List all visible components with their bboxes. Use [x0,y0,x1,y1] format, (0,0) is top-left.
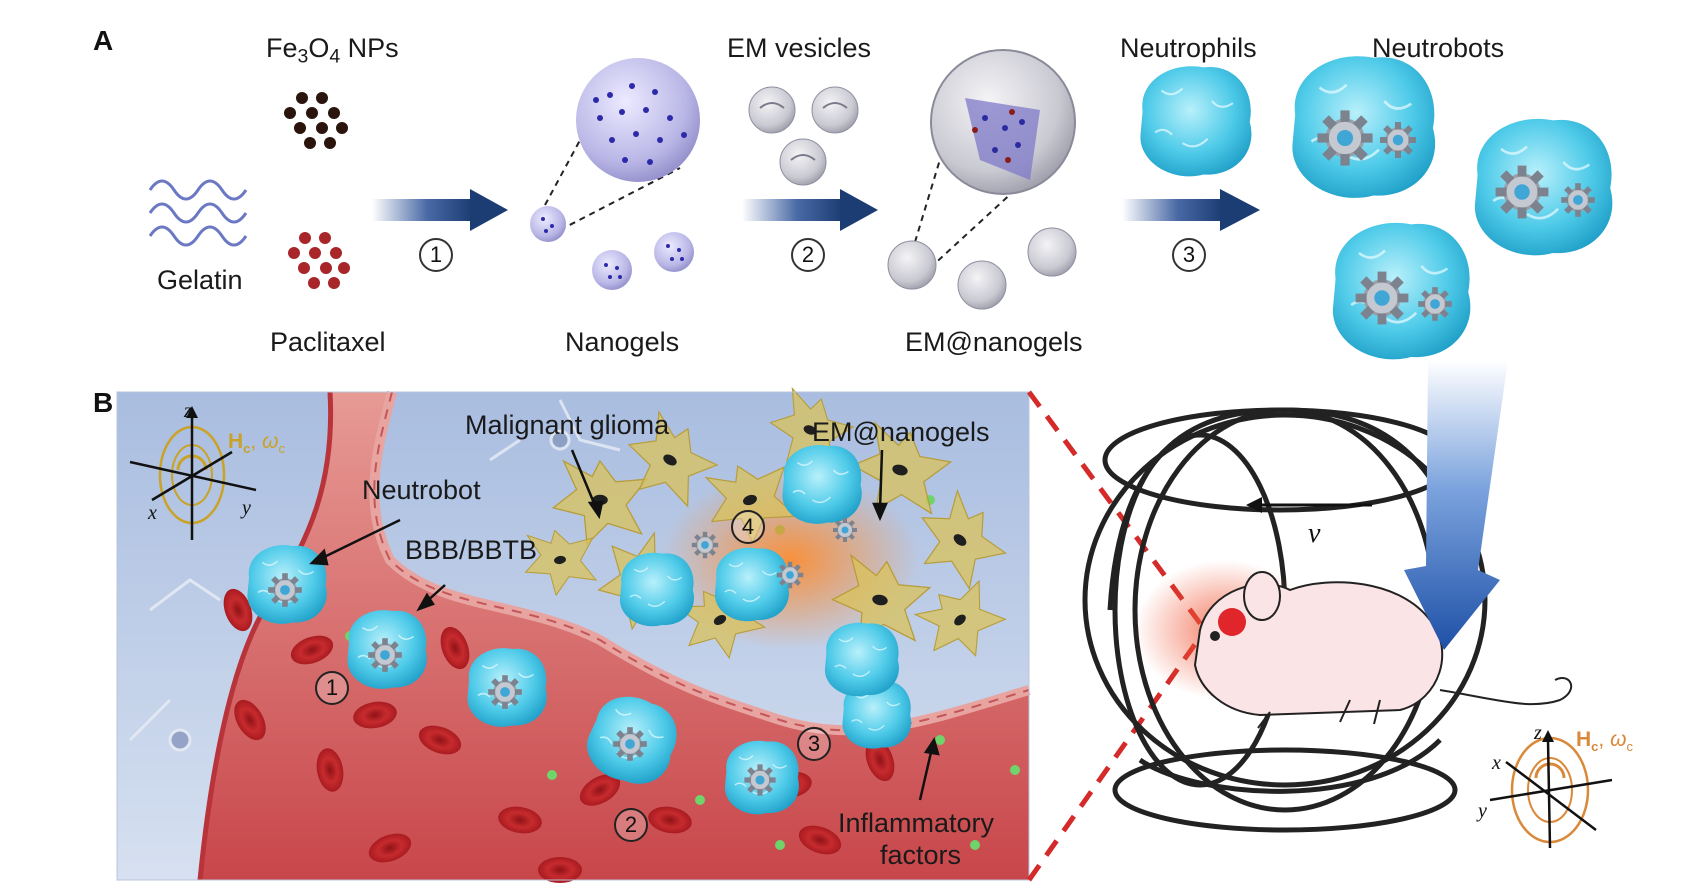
axis-z-label-mouse: z [1534,722,1542,744]
axis-z-label: z [184,400,192,422]
b-step-2-number: 2 [614,808,648,842]
velocity-label: v [1308,518,1321,549]
paclitaxel-label: Paclitaxel [270,327,386,357]
neutrobot-label: Neutrobot [362,475,481,505]
axis-x-label-mouse: x [1492,752,1501,774]
glioma-label: Malignant glioma [465,410,670,440]
field-label-b: Hc, ωc [228,430,285,457]
panel-a-label: A [93,25,114,56]
field-axes-gizmo-b [129,406,257,540]
step-2-number: 2 [791,238,825,272]
step-arrow-3 [1122,189,1260,231]
annotation-arrows [309,449,940,801]
axis-y-label-mouse: y [1478,800,1487,822]
axis-x-label: x [148,502,157,524]
field-axes-gizmo-mouse [1489,730,1613,849]
gelatin-strands [148,179,248,247]
em-vesicles [748,86,859,186]
step-arrow-2 [742,189,878,231]
em-vesicles-label: EM vesicles [727,33,872,63]
injection-arrow [1404,360,1508,650]
inflammatory-label-line1: Inflammatory [838,808,995,838]
field-label-mouse: Hc, ωc [1576,728,1633,755]
b-step-4-number: 4 [731,510,765,544]
fe3o4-particles [284,92,348,149]
em-nanogel-zoom [887,49,1077,310]
b-step-3-number: 3 [797,727,831,761]
neutrophil-cell [1139,65,1253,178]
paclitaxel-particles [288,232,350,289]
em-nanogels-label: EM@nanogels [905,327,1083,357]
gelatin-label: Gelatin [157,265,243,295]
panel-b-label: B [93,387,114,418]
neutrobots-label: Neutrobots [1372,33,1505,63]
neutrobot-cells [1291,54,1614,361]
neutrophils-label: Neutrophils [1120,33,1257,63]
inflammatory-label-line2: factors [880,840,962,870]
step-3-number: 3 [1172,238,1206,272]
step-arrow-1 [372,189,508,231]
fe3o4-label: Fe3O4 NPs [266,33,399,68]
axis-y-label: y [242,497,251,519]
step-1-number: 1 [419,238,453,272]
nanogel-zoom [530,58,700,290]
em-nanogels-b-label: EM@nanogels [812,417,990,447]
mouse [1135,560,1573,729]
nanogels-label: Nanogels [565,327,680,357]
bbb-label: BBB/BBTB [405,535,538,565]
velocity-arrow [1246,497,1372,513]
b-step-1-number: 1 [315,671,349,705]
